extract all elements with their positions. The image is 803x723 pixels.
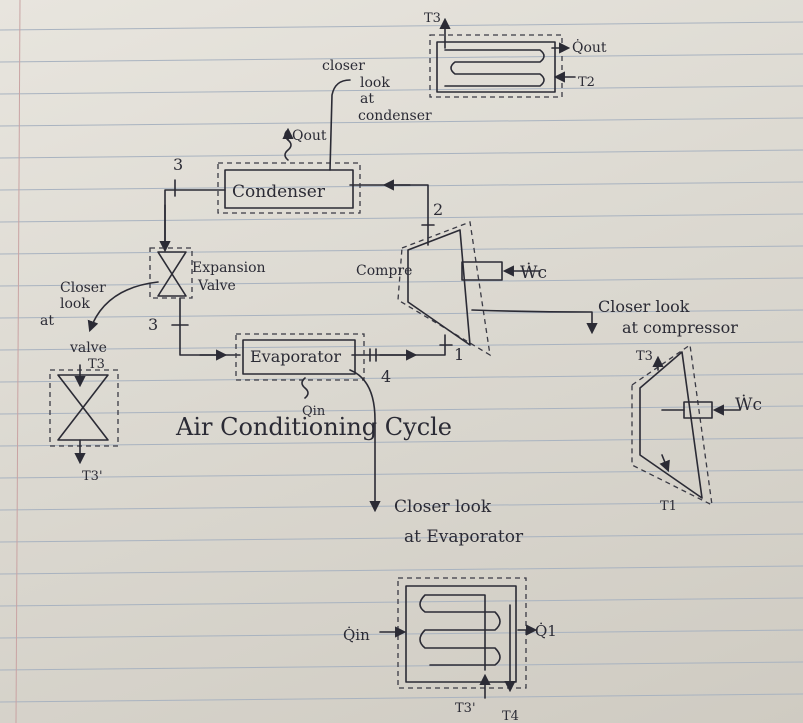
evaporator-callout-line2: at Evaporator [404,527,524,547]
state-3-bottom-label: 3 [148,315,158,334]
expansion-label-line2: Valve [197,278,236,294]
state-2-label: 2 [433,200,443,219]
compressor-detail-t-in: T1 [660,499,677,514]
valve-callout-line1: Closer [60,280,106,296]
condenser-callout-line2: look [360,75,390,91]
w-c-main-label: Ẇc [520,262,547,283]
valve-callout-line3: at [40,313,54,329]
state-3-top-label: 3 [173,155,183,174]
evaporator-component: Evaporator Qin [235,333,365,419]
compressor-shaft [461,261,503,281]
compressor-detail-w: Ẇc [735,394,762,415]
evaporator-callout-line1: Closer look [394,497,492,517]
cycle-title: Air Conditioning Cycle [175,413,452,441]
cycle-piping [159,179,453,362]
expansion-label-line1: Expansion [192,260,266,276]
evaporator-detail-t-out: T4 [502,709,519,723]
condenser-detail-t-in: T3 [424,11,441,26]
compressor-callout-line1: Closer look [598,297,690,316]
valve-callout-line2: look [60,296,90,312]
valve-detail-t-out: T3' [82,469,103,484]
evaporator-callout: Closer look at Evaporator [349,369,524,547]
evaporator-detail-t-in: T3' [455,701,476,716]
evaporator-label: Evaporator [250,347,341,366]
condenser-detail-t-out: T2 [578,75,595,90]
state-1-label: 1 [454,345,464,364]
condenser-detail-q-out: Q̇out [572,38,607,56]
compressor-callout-line2: at compressor [622,318,738,337]
condenser-callout-line1: closer [322,58,365,74]
state-4-label: 4 [381,367,391,386]
condenser-component: Condenser Qout [217,127,361,214]
valve-detail: T3 T3' [49,357,119,484]
valve-callout: Closer look at valve [40,280,159,356]
valve-callout-line4: valve [69,340,107,356]
condenser-detail: T3 Q̇out T2 [424,11,607,98]
compressor-callout: Closer look at compressor [471,297,738,337]
condenser-callout-line4: condenser [358,108,432,124]
condenser-label: Condenser [232,182,326,202]
q-in-main-label: Qin [302,404,326,419]
evaporator-detail: Q̇in Q̇1 T3' T4 [343,577,557,723]
valve-detail-t-in: T3 [88,357,105,372]
compressor-component: Ẇc Compre [356,221,547,357]
heat-in-wavy-arrow [301,377,309,399]
condenser-callout-line3: at [360,91,374,107]
q-out-main-label: Qout [292,128,327,144]
compressor-detail-t-out: T3 [636,349,653,364]
expansion-valve-component: Expansion Valve [149,247,266,299]
compressor-detail: Ẇc T3 T1 [631,343,762,514]
compressor-label: Compre [356,263,412,279]
evaporator-detail-q-out: Q̇1 [535,622,557,640]
evaporator-detail-q-in: Q̇in [343,626,370,644]
condenser-callout: closer look at condenser [322,58,432,171]
